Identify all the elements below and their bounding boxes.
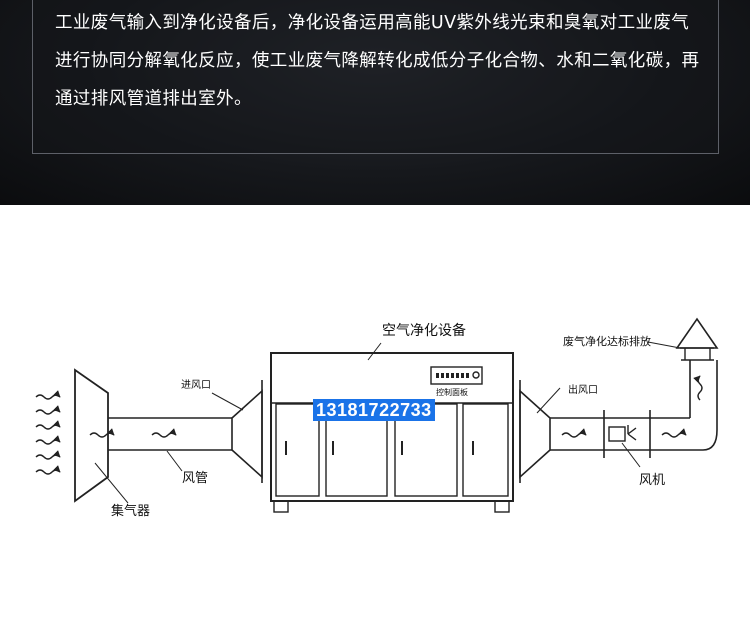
description-panel: 工业废气输入到净化设备后，净化设备运用高能UV紫外线光束和臭氧对工业废气进行协同… (0, 0, 750, 205)
duct-label: 风管 (182, 471, 209, 486)
collector-hood (74, 368, 109, 503)
inlet-duct (108, 417, 232, 451)
control-panel (430, 366, 483, 385)
inlet-label: 进风口 (181, 380, 211, 391)
description-text: 工业废气输入到净化设备后，净化设备运用高能UV紫外线光束和臭氧对工业废气进行协同… (55, 13, 700, 109)
outlet-label: 出风口 (568, 385, 598, 396)
exhaust-label: 废气净化达标排放 (563, 335, 651, 348)
exhaust-stack (689, 360, 718, 451)
purifier-cabinet (270, 352, 514, 502)
fan (608, 426, 626, 442)
incoming-air-icon (35, 390, 61, 475)
control-panel-label: 控制面板 (436, 388, 468, 397)
phone-number-banner: 13181722733 (313, 399, 435, 421)
inlet-funnel (231, 389, 263, 479)
device-title-label: 空气净化设备 (382, 323, 466, 339)
process-diagram: 空气净化设备 进风口 出风口 控制面板 风管 集气器 风机 废气净化达标排放 1… (0, 205, 750, 625)
fan-label: 风机 (639, 473, 666, 488)
description-box: 工业废气输入到净化设备后，净化设备运用高能UV紫外线光束和臭氧对工业废气进行协同… (32, 0, 719, 154)
collector-label: 集气器 (111, 504, 151, 519)
